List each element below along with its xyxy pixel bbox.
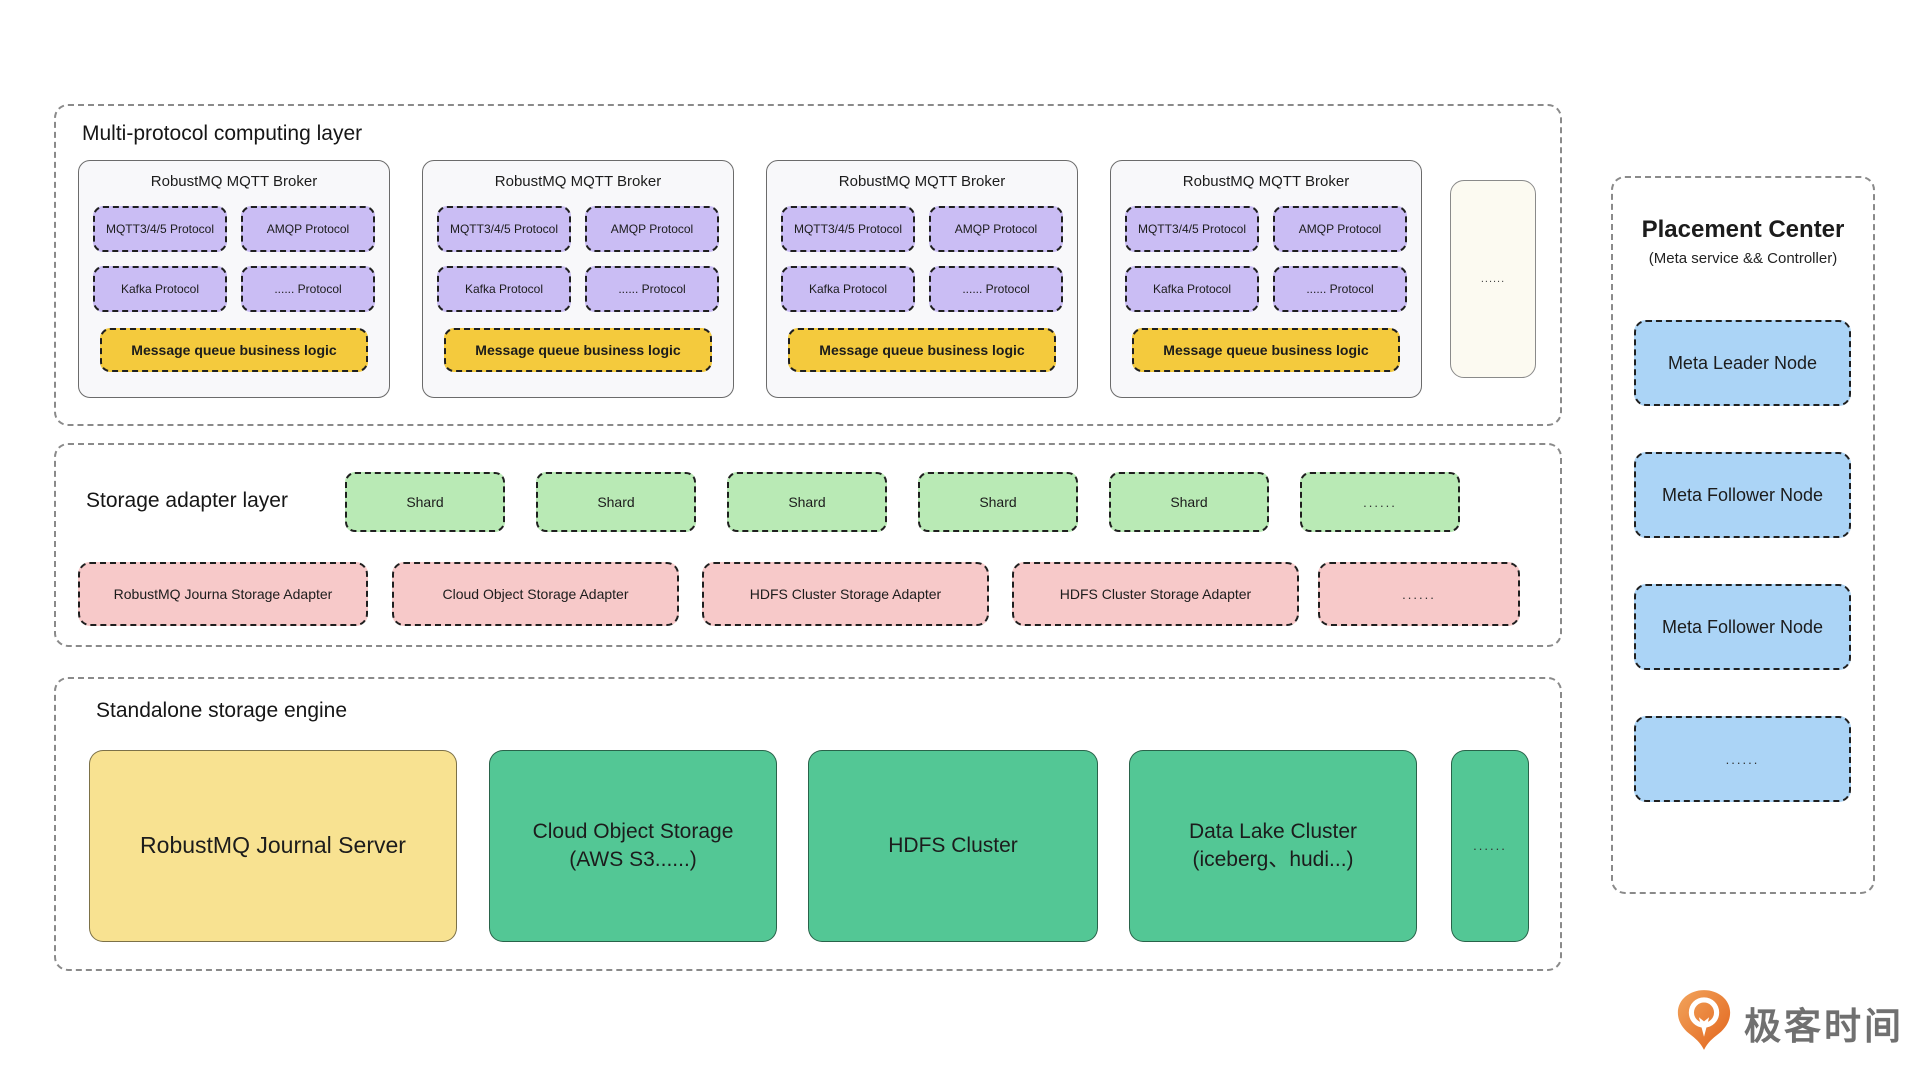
protocol-box: AMQP Protocol <box>1273 206 1407 252</box>
protocol-box: MQTT3/4/5 Protocol <box>1125 206 1259 252</box>
shard-box: Shard <box>727 472 887 532</box>
engine-box: ...... <box>1451 750 1529 942</box>
protocol-box: Kafka Protocol <box>781 266 915 312</box>
shard-row: Shard Shard Shard Shard Shard...... <box>345 472 1460 532</box>
engine-label: HDFS Cluster <box>888 833 1018 857</box>
storage-adapter-box: HDFS Cluster Storage Adapter <box>702 562 989 626</box>
storage-adapter-box: Cloud Object Storage Adapter <box>392 562 679 626</box>
meta-node-box: Meta Leader Node <box>1634 320 1851 406</box>
computing-layer-section: Multi-protocol computing layer RobustMQ … <box>54 104 1562 426</box>
shard-box: ...... <box>1300 472 1460 532</box>
message-queue-logic-box: Message queue business logic <box>100 328 368 372</box>
engine-row: RobustMQ Journal Server Cloud Object Stor… <box>56 750 1560 942</box>
message-queue-logic-box: Message queue business logic <box>1132 328 1400 372</box>
protocol-box: MQTT3/4/5 Protocol <box>781 206 915 252</box>
protocol-box: MQTT3/4/5 Protocol <box>93 206 227 252</box>
storage-engine-title: Standalone storage engine <box>96 699 348 722</box>
protocol-box: Kafka Protocol <box>1125 266 1259 312</box>
broker-title: RobustMQ MQTT Broker <box>1182 173 1350 190</box>
meta-node-box: Meta Follower Node <box>1634 584 1851 670</box>
message-queue-logic-box: Message queue business logic <box>788 328 1056 372</box>
storage-adapter-title: Storage adapter layer <box>86 489 288 512</box>
engine-label: (iceberg、hudi...) <box>1192 848 1354 871</box>
placement-center-subtitle: (Meta service && Controller) <box>1648 250 1838 267</box>
engine-label: ...... <box>1473 838 1507 854</box>
placement-center-panel: Placement Center (Meta service && Contro… <box>1611 176 1875 894</box>
storage-adapter-box: ...... <box>1318 562 1520 626</box>
engine-label: (AWS S3......) <box>569 848 697 871</box>
protocol-box: AMQP Protocol <box>241 206 375 252</box>
shard-box: Shard <box>918 472 1078 532</box>
protocol-box: ...... Protocol <box>585 266 719 312</box>
protocol-box: Kafka Protocol <box>93 266 227 312</box>
broker-title: RobustMQ MQTT Broker <box>494 173 662 190</box>
message-queue-logic-box: Message queue business logic <box>444 328 712 372</box>
computing-layer-title: Multi-protocol computing layer <box>82 122 363 145</box>
engine-box: RobustMQ Journal Server <box>89 750 457 942</box>
broker-title: RobustMQ MQTT Broker <box>150 173 318 190</box>
protocol-box: AMQP Protocol <box>929 206 1063 252</box>
protocol-box: AMQP Protocol <box>585 206 719 252</box>
shard-box: Shard <box>1109 472 1269 532</box>
protocol-box: Kafka Protocol <box>437 266 571 312</box>
meta-node-box: ...... <box>1634 716 1851 802</box>
storage-adapter-box: HDFS Cluster Storage Adapter <box>1012 562 1299 626</box>
protocol-box: MQTT3/4/5 Protocol <box>437 206 571 252</box>
meta-node-box: Meta Follower Node <box>1634 452 1851 538</box>
storage-adapter-box: RobustMQ Journa Storage Adapter <box>78 562 368 626</box>
engine-label: RobustMQ Journal Server <box>140 832 406 859</box>
shard-box: Shard <box>536 472 696 532</box>
engine-box: Cloud Object Storage (AWS S3......) <box>489 750 777 942</box>
engine-label: Data Lake Cluster <box>1188 819 1358 843</box>
engine-box: HDFS Cluster <box>808 750 1098 942</box>
engine-label: Cloud Object Storage <box>532 819 734 843</box>
storage-engine-section: Standalone storage engine RobustMQ Journ… <box>54 677 1562 971</box>
placement-center-title: Placement Center <box>1641 216 1845 243</box>
protocol-box: ...... Protocol <box>929 266 1063 312</box>
protocol-box: ...... Protocol <box>241 266 375 312</box>
geektime-logo: 极客时间 <box>1676 988 1904 1057</box>
shard-box: Shard <box>345 472 505 532</box>
geektime-pin-icon <box>1676 988 1732 1057</box>
geektime-logo-text: 极客时间 <box>1744 1005 1904 1047</box>
protocol-box: ...... Protocol <box>1273 266 1407 312</box>
adapter-row: RobustMQ Journa Storage Adapter Cloud Obj… <box>56 562 1560 626</box>
engine-box: Data Lake Cluster (iceberg、hudi...) <box>1129 750 1417 942</box>
broker-title: RobustMQ MQTT Broker <box>838 173 1006 190</box>
more-brokers-box: ...... <box>1450 180 1536 378</box>
